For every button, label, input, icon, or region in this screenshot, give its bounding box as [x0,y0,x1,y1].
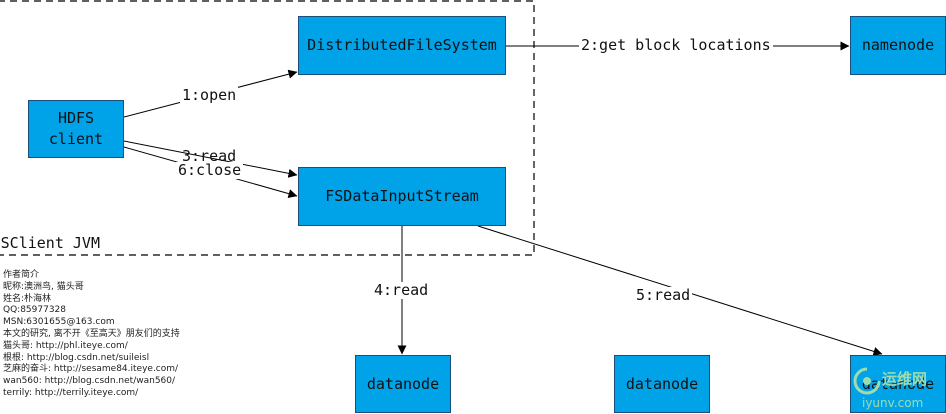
datanode-node-2: datanode [614,355,710,413]
hdfs-client-node: HDFS client [28,100,124,158]
jvm-boundary-label: DFSClient JVM [0,235,100,252]
edge-read-stream [123,140,298,178]
edge-label-get-block-locations: 2:get block locations [579,36,773,54]
credit-line: 芝麻的奋斗: http://sesame84.iteye.com/ [3,364,179,375]
credit-line: MSN:6301655@163.com [3,317,115,328]
credit-line: QQ:85977328 [3,305,67,316]
namenode-node: namenode [850,16,946,75]
credit-line: 姓名:朴海林 [3,293,52,304]
edge-label-close: 6:close [176,161,244,179]
jvm-boundary [0,0,535,256]
credit-line: terrily: http://terrily.iteye.com/ [3,387,139,398]
edge-label-read-stream: 3:read [182,147,237,165]
credit-line: 猫头哥: http://phl.iteye.com/ [3,340,128,351]
credit-line: wan560: http://blog.csdn.net/wan560/ [3,376,176,387]
datanode-node-3: datanode [850,355,946,413]
fsdata-input-stream-node: FSDataInputStream [298,167,506,226]
edge-label-read-datanode-3: 5:read [634,286,693,304]
author-credits: 作者简介 昵称:澳洲鸟, 猫头哥 姓名:朴海林 QQ:85977328 MSN:… [3,270,263,400]
credit-line: 昵称:澳洲鸟, 猫头哥 [3,281,84,292]
credit-line: 本文的研究, 离不开《至高天》朋友们的支持 [3,328,180,339]
edge-label-read-datanode-1: 4:read [372,281,431,299]
datanode-node-1: datanode [355,355,451,413]
edge-label-open: 1:open [180,86,239,104]
distributed-file-system-node: DistributedFileSystem [298,16,506,75]
credit-line: 根根: http://blog.csdn.net/suileisl [3,352,150,363]
credit-line: 作者简介 [3,270,40,280]
